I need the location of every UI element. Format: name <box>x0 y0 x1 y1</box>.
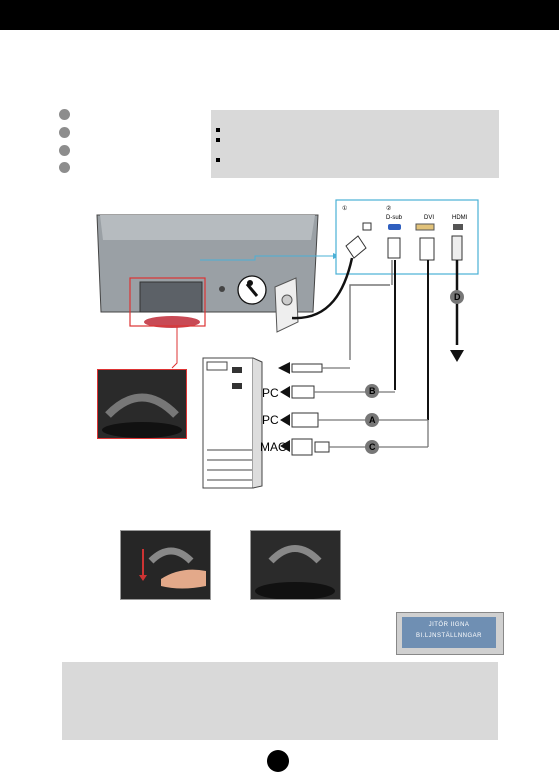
pc-label-1: PC <box>262 386 279 400</box>
port-panel: ① ② D-sub DVI HDMI <box>335 199 479 275</box>
cable-install-photo-1 <box>120 530 211 600</box>
hdmi-port-label: HDMI <box>452 215 468 221</box>
cable-letter-c: C <box>369 442 376 452</box>
dsub-port-label: D-sub <box>386 215 403 221</box>
page-number-dot <box>267 750 289 772</box>
cable-install-photo-2 <box>250 530 341 600</box>
osd-message: JITÖR IIGNA BI.LJNSTÄLLNNGAR <box>402 617 496 648</box>
pc-label-2: PC <box>262 413 279 427</box>
dvi-port-label: DVI <box>424 215 434 221</box>
note-bullet-1 <box>216 128 220 132</box>
wall-outlet <box>274 277 299 333</box>
osd-message-line-2: BI.LJNSTÄLLNNGAR <box>415 633 483 639</box>
osd-message-line-1: JITÖR IIGNA <box>428 622 470 628</box>
bottom-note-box <box>62 662 498 740</box>
step-bullet-3 <box>59 145 70 156</box>
lock-icon <box>237 275 267 305</box>
power-port-marker: ① <box>342 205 347 212</box>
cable-holder-photo <box>97 369 187 439</box>
note-box <box>211 110 499 178</box>
computer-tower <box>202 357 263 489</box>
cable-letter-b: B <box>369 386 376 396</box>
cable-letter-a: A <box>369 415 376 425</box>
cable-letter-d: D <box>454 292 461 302</box>
connection-diagram: ① ② D-sub DVI HDMI D <box>96 199 479 489</box>
signal-port-marker: ② <box>386 205 391 212</box>
step-bullet-1 <box>59 109 70 120</box>
osd-message-box: JITÖR IIGNA BI.LJNSTÄLLNNGAR <box>396 612 504 655</box>
note-bullet-2 <box>216 138 220 142</box>
step-bullet-2 <box>59 127 70 138</box>
note-bullet-3 <box>216 158 220 162</box>
header-bar <box>0 0 559 30</box>
step-bullet-4 <box>59 162 70 173</box>
mac-label: MAC <box>260 440 287 454</box>
